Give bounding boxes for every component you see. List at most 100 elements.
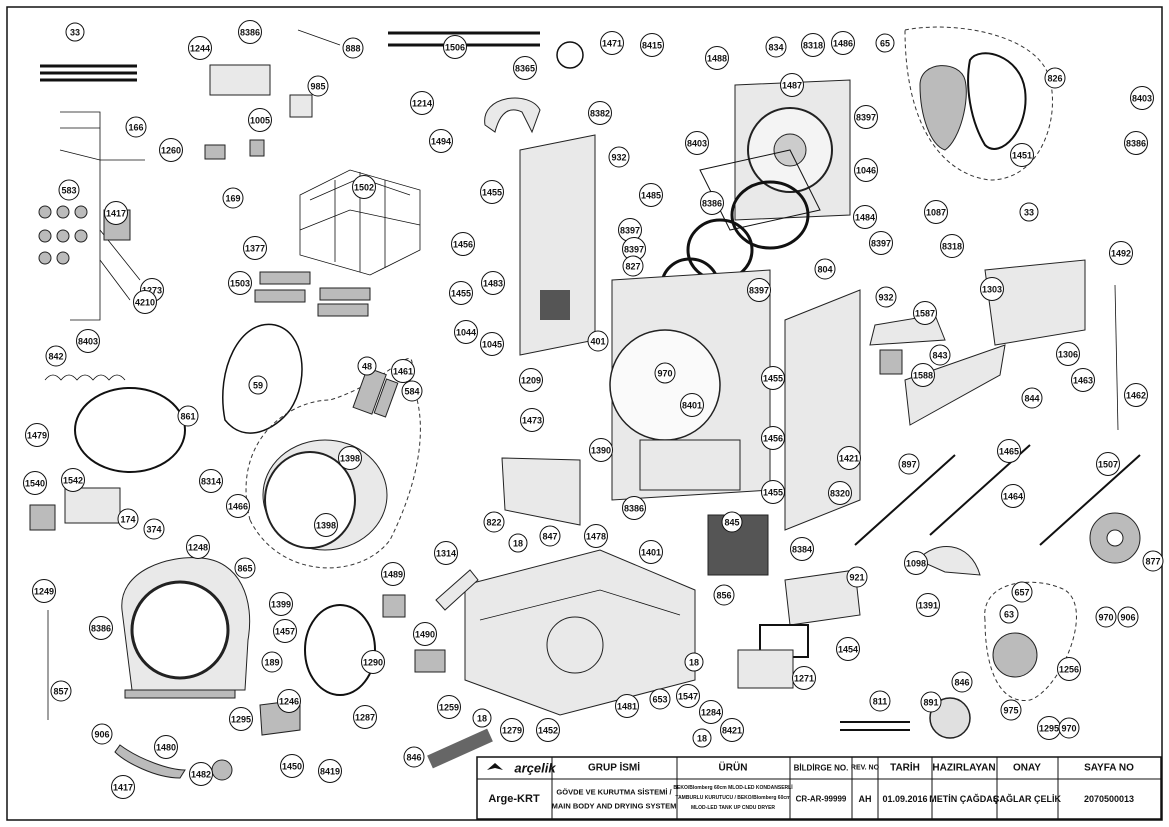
- callout-number: 653: [652, 695, 667, 705]
- callout-bubble: [615, 694, 639, 718]
- callout-847: 847: [539, 525, 561, 547]
- callout-number: 826: [1047, 74, 1062, 84]
- header-prepared-by: HAZIRLAYAN: [932, 763, 995, 774]
- callout-bubble: [229, 707, 253, 731]
- callout-bubble: [32, 579, 56, 603]
- callout-number: 1473: [522, 416, 542, 426]
- callout-number: 1455: [482, 188, 502, 198]
- callout-number: 59: [253, 381, 263, 391]
- callout-bubble: [898, 453, 920, 475]
- drawing-frame: [6, 6, 1163, 821]
- callout-bubble: [997, 439, 1021, 463]
- callout-bubble: [680, 393, 704, 417]
- flexible-hose: [427, 728, 493, 769]
- callout-1456: 1456: [451, 232, 475, 256]
- callout-number: 932: [611, 153, 626, 163]
- callout-number: 1478: [586, 532, 606, 542]
- callout-bubble: [199, 469, 223, 493]
- callout-number: 8382: [590, 109, 610, 119]
- callout-8403: 8403: [685, 131, 709, 155]
- callout-1465: 1465: [997, 439, 1021, 463]
- callout-number: 857: [53, 687, 68, 697]
- callout-657: 657: [1011, 581, 1033, 603]
- callout-8386: 8386: [238, 20, 262, 44]
- callout-861: 861: [177, 405, 199, 427]
- callout-bubble: [186, 535, 210, 559]
- callout-number: 845: [724, 518, 739, 528]
- callout-number: 1273: [142, 286, 162, 296]
- callout-number: 18: [513, 539, 523, 549]
- callout-number: 1482: [191, 770, 211, 780]
- callout-bubble: [104, 201, 128, 225]
- callout-number: 8415: [642, 41, 662, 51]
- callout-826: 826: [1044, 67, 1066, 89]
- callout-8314: 8314: [199, 469, 223, 493]
- callout-1484: 1484: [853, 205, 877, 229]
- callout-number: 18: [689, 658, 699, 668]
- callout-number: 844: [1024, 394, 1039, 404]
- callout-number: 1479: [27, 431, 47, 441]
- callout-bubble: [692, 728, 712, 748]
- callout-bubble: [261, 651, 283, 673]
- callout-bubble: [916, 593, 940, 617]
- callout-374: 374: [143, 518, 165, 540]
- callout-bubble: [622, 255, 644, 277]
- door-hinge: [484, 97, 541, 134]
- callout-bubble: [357, 356, 377, 376]
- callout-bubble: [828, 481, 852, 505]
- callout-number: 1098: [906, 559, 926, 569]
- rod-3: [1039, 454, 1141, 546]
- callout-number: 583: [61, 186, 76, 196]
- callout-bubble: [1001, 484, 1025, 508]
- callout-975: 975: [1000, 699, 1022, 721]
- switch-block: [204, 144, 226, 160]
- callout-number: 1450: [282, 762, 302, 772]
- callout-bubble: [780, 73, 804, 97]
- callout-1401: 1401: [639, 540, 663, 564]
- callout-number: 1398: [340, 454, 360, 464]
- callout-number: 18: [477, 714, 487, 724]
- callout-932: 932: [875, 286, 897, 308]
- callout-1306: 1306: [1056, 342, 1080, 366]
- callout-bubble: [699, 700, 723, 724]
- callout-584: 584: [401, 380, 423, 402]
- callout-number: 1295: [231, 715, 251, 725]
- callout-1542: 1542: [61, 468, 85, 492]
- callout-number: 811: [873, 697, 888, 707]
- callout-18: 18: [692, 728, 712, 748]
- callout-number: 1244: [190, 44, 210, 54]
- callout-bubble: [443, 35, 467, 59]
- callout-1046: 1046: [854, 158, 878, 182]
- callout-bubble: [307, 75, 329, 97]
- callout-bubble: [854, 158, 878, 182]
- callout-1490: 1490: [413, 622, 437, 646]
- callout-bubble: [720, 718, 744, 742]
- callout-number: 48: [362, 362, 372, 372]
- callout-bubble: [608, 146, 630, 168]
- rod-1: [854, 454, 956, 546]
- callout-1482: 1482: [189, 762, 213, 786]
- filter-pcb: [29, 504, 56, 531]
- callout-166: 166: [125, 116, 147, 138]
- group-name-en: MAIN BODY AND DRYING SYSTEM: [552, 802, 677, 811]
- lower-trim: [114, 744, 186, 779]
- callout-number: 374: [146, 525, 161, 535]
- callout-number: 1290: [363, 658, 383, 668]
- callout-1489: 1489: [381, 562, 405, 586]
- callout-bubble: [401, 380, 423, 402]
- callout-bubble: [761, 426, 785, 450]
- callout-number: 8386: [91, 624, 111, 634]
- callout-number: 1483: [483, 279, 503, 289]
- callout-bubble: [188, 36, 212, 60]
- callout-bubble: [584, 524, 608, 548]
- callout-856: 856: [713, 584, 735, 606]
- title-block: arçelik Arge-KRT GRUP İSMİ ÜRÜN BİLDİRGE…: [476, 756, 1162, 820]
- callout-bubble: [154, 735, 178, 759]
- callout-bubble: [980, 277, 1004, 301]
- callout-bubble: [189, 762, 213, 786]
- callout-number: 1494: [431, 137, 451, 147]
- callout-number: 33: [70, 28, 80, 38]
- title-block-frame: [476, 756, 1162, 820]
- callout-number: 804: [817, 265, 832, 275]
- callout-number: 834: [768, 43, 783, 53]
